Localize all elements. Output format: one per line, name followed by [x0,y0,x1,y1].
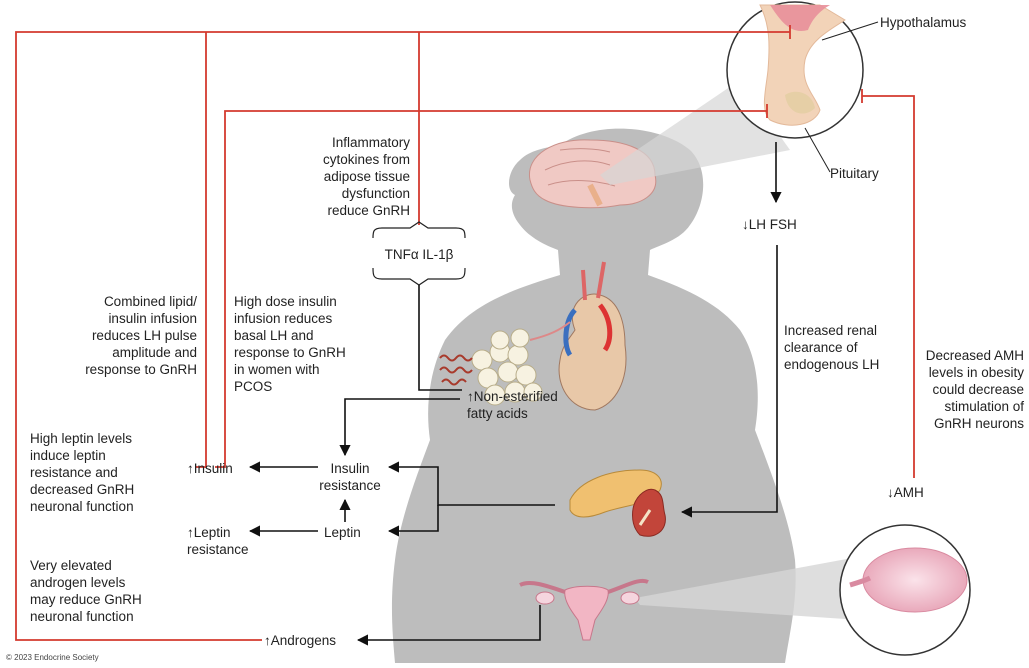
label-hypothalamus: Hypothalamus [880,14,966,31]
label-tnf-il1b: TNFα IL-1β [373,246,465,263]
label-inflammatory-cytokines: Inflammatory cytokines from adipose tiss… [285,134,410,219]
label-decreased-amh: Decreased AMH levels in obesity could de… [900,347,1024,432]
label-high-dose-insulin: High dose insulin infusion reduces basal… [234,293,346,395]
label-nefa: ↑Non-esterified fatty acids [467,388,558,422]
label-high-leptin: High leptin levels induce leptin resista… [30,430,134,515]
copyright: © 2023 Endocrine Society [6,653,99,663]
label-lh-fsh: ↓LH FSH [742,216,797,233]
label-very-elevated-androgen: Very elevated androgen levels may reduce… [30,557,142,625]
label-insulin: ↑Insulin [187,460,233,477]
label-renal-clearance: Increased renal clearance of endogenous … [784,322,879,373]
label-leptin-resistance: ↑Leptin resistance [187,524,249,558]
label-pituitary: Pituitary [830,165,879,182]
label-amh: ↓AMH [887,484,924,501]
label-androgens: ↑Androgens [264,632,336,649]
hypothalamus-inset [727,2,863,138]
label-leptin: Leptin [324,524,361,541]
label-insulin-resistance: Insulin resistance [310,460,390,494]
label-combined-lipid: Combined lipid/ insulin infusion reduces… [60,293,197,378]
ovary-inset [840,525,970,655]
